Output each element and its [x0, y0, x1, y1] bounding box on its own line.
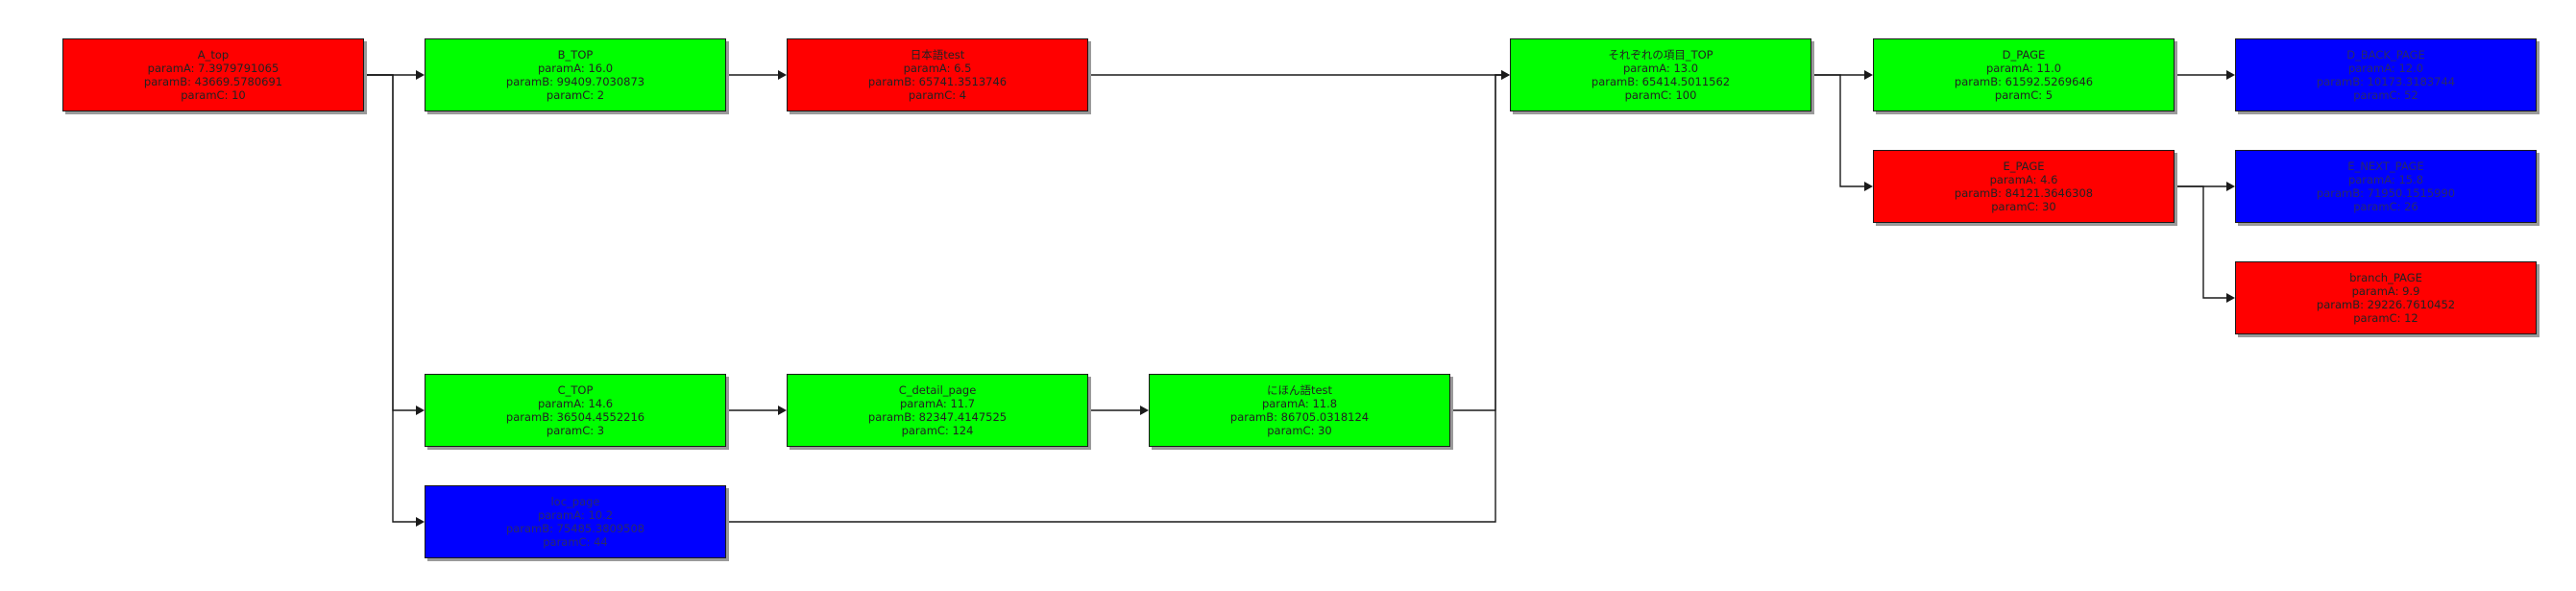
node-param-b: paramB: 36504.4552216	[505, 410, 645, 424]
node-param-b: paramB: 82347.4147525	[867, 410, 1008, 424]
node-param-c: paramC: 44	[543, 535, 608, 549]
node-b-top[interactable]: B_TOP paramA: 16.0 paramB: 99409.7030873…	[425, 38, 726, 111]
node-param-a: paramA: 11.7	[899, 397, 976, 410]
connector-a_top-to-c_top	[364, 74, 416, 411]
node-title: C_TOP	[557, 383, 594, 397]
node-c-detail-page[interactable]: C_detail_page paramA: 11.7 paramB: 82347…	[787, 374, 1088, 447]
node-param-a: paramA: 16.0	[537, 62, 614, 75]
arrowhead	[416, 406, 425, 415]
node-param-c: paramC: 5	[1994, 88, 2054, 102]
node-param-b: paramB: 10173.3183744	[2316, 75, 2456, 88]
node-a-top[interactable]: A_top paramA: 7.3979791065 paramB: 43669…	[62, 38, 364, 111]
arrowhead	[2226, 70, 2235, 80]
node-title: D_BACK_PAGE	[2346, 48, 2425, 62]
node-param-a: paramA: 10.2	[537, 508, 614, 522]
node-param-c: paramC: 30	[1991, 200, 2056, 213]
node-e-page[interactable]: E_PAGE paramA: 4.6 paramB: 84121.3646308…	[1873, 150, 2175, 223]
arrowhead	[1864, 182, 1873, 191]
node-param-c: paramC: 12	[2353, 311, 2418, 325]
node-param-a: paramA: 15.8	[2347, 173, 2424, 186]
node-param-c: paramC: 124	[901, 424, 974, 437]
arrowhead	[416, 70, 425, 80]
node-param-b: paramB: 86705.0318124	[1229, 410, 1370, 424]
arrowhead	[2226, 182, 2235, 191]
node-param-b: paramB: 65414.5011562	[1591, 75, 1731, 88]
node-param-c: paramC: 26	[2353, 200, 2418, 213]
arrowhead	[1501, 70, 1510, 80]
arrowhead	[2226, 293, 2235, 303]
node-d-page[interactable]: D_PAGE paramA: 11.0 paramB: 61592.526964…	[1873, 38, 2175, 111]
node-param-a: paramA: 7.3979791065	[147, 62, 279, 75]
node-param-b: paramB: 75485.3809508	[505, 522, 645, 535]
node-d-back-page[interactable]: D_BACK_PAGE paramA: 12.0 paramB: 10173.3…	[2235, 38, 2537, 111]
connector-sorezore_top-to-e_page	[1811, 74, 1864, 187]
node-param-b: paramB: 29226.7610452	[2316, 298, 2456, 311]
node-title: にほん語test	[1266, 383, 1333, 397]
node-param-c: paramC: 10	[181, 88, 246, 102]
node-param-b: paramB: 99409.7030873	[505, 75, 645, 88]
node-param-c: paramC: 2	[546, 88, 605, 102]
node-param-c: paramC: 100	[1624, 88, 1697, 102]
arrowhead	[778, 406, 787, 415]
node-title: E_NEXT_PAGE	[2347, 160, 2424, 173]
arrowhead	[778, 70, 787, 80]
node-param-a: paramA: 11.0	[1985, 62, 2062, 75]
node-e-next-page[interactable]: E_NEXT_PAGE paramA: 15.8 paramB: 71950.1…	[2235, 150, 2537, 223]
node-loc-page[interactable]: loc_page paramA: 10.2 paramB: 75485.3809…	[425, 485, 726, 558]
node-param-c: paramC: 30	[1267, 424, 1332, 437]
arrowhead	[1864, 70, 1873, 80]
node-param-b: paramB: 71950.1515990	[2316, 186, 2456, 200]
node-param-b: paramB: 61592.5269646	[1954, 75, 2094, 88]
node-nihongo-test2[interactable]: にほん語test paramA: 11.8 paramB: 86705.0318…	[1149, 374, 1450, 447]
node-title: A_top	[197, 48, 230, 62]
connector-nihongo_test2-to-sorezore_top	[1450, 74, 1501, 411]
node-sorezore-top[interactable]: それぞれの項目_TOP paramA: 13.0 paramB: 65414.5…	[1510, 38, 1811, 111]
node-title: branch_PAGE	[2349, 271, 2422, 284]
node-param-a: paramA: 12.0	[2347, 62, 2424, 75]
node-c-top[interactable]: C_TOP paramA: 14.6 paramB: 36504.4552216…	[425, 374, 726, 447]
node-param-a: paramA: 6.5	[903, 62, 972, 75]
node-nihongo-test[interactable]: 日本語test paramA: 6.5 paramB: 65741.351374…	[787, 38, 1088, 111]
arrowhead	[1140, 406, 1149, 415]
node-title: E_PAGE	[2003, 160, 2045, 173]
connector-e_page-to-branch_page	[2175, 185, 2226, 299]
node-param-a: paramA: 14.6	[537, 397, 614, 410]
node-title: それぞれの項目_TOP	[1608, 48, 1713, 62]
node-param-a: paramA: 13.0	[1622, 62, 1699, 75]
arrowhead	[416, 517, 425, 527]
connector-a_top-to-loc_page	[364, 74, 416, 523]
node-param-c: paramC: 3	[546, 424, 605, 437]
node-param-c: paramC: 4	[908, 88, 967, 102]
node-param-a: paramA: 11.8	[1261, 397, 1338, 410]
node-title: B_TOP	[557, 48, 594, 62]
node-param-b: paramB: 43669.5780691	[143, 75, 283, 88]
node-title: C_detail_page	[898, 383, 977, 397]
node-title: D_PAGE	[2002, 48, 2046, 62]
node-param-b: paramB: 84121.3646308	[1954, 186, 2094, 200]
node-branch-page[interactable]: branch_PAGE paramA: 9.9 paramB: 29226.76…	[2235, 261, 2537, 334]
connector-loc_page-to-sorezore_top	[726, 74, 1501, 523]
node-title: loc_page	[550, 495, 600, 508]
node-title: 日本語test	[910, 48, 965, 62]
node-param-c: paramC: 52	[2353, 88, 2418, 102]
node-param-b: paramB: 65741.3513746	[867, 75, 1008, 88]
node-param-a: paramA: 9.9	[2351, 284, 2420, 298]
node-param-a: paramA: 4.6	[1989, 173, 2058, 186]
